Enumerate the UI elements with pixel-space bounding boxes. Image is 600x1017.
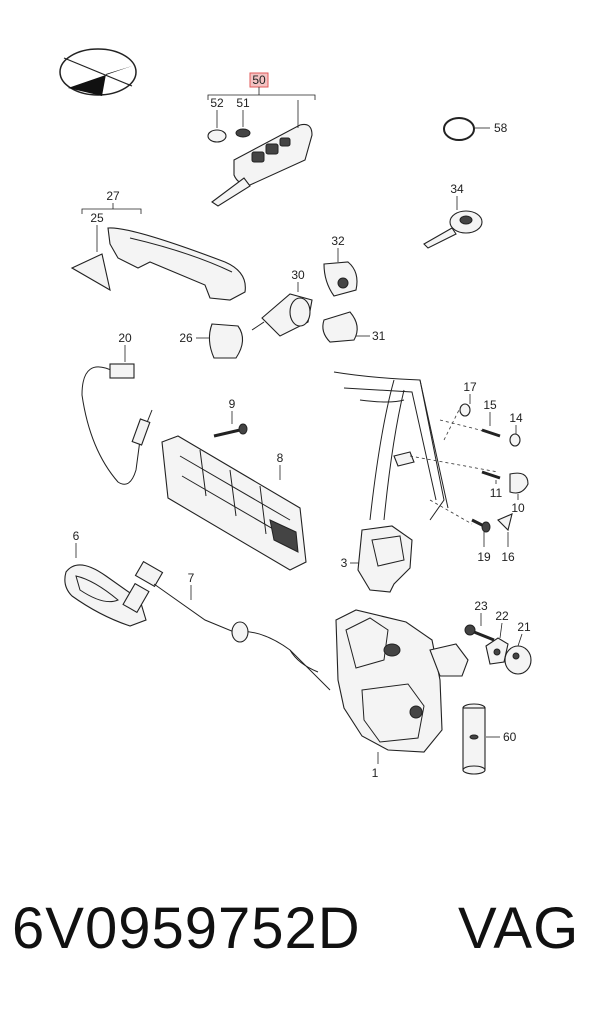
callout-16: 16 [501, 550, 515, 564]
callout-1: 1 [372, 766, 379, 780]
callout-34: 34 [450, 182, 464, 196]
cap-10: 10 [509, 472, 529, 515]
footer: 6V0959752D VAG [0, 895, 600, 975]
cap-14: 14 [509, 411, 523, 447]
screw-15: 15 [481, 398, 501, 438]
callout-8: 8 [277, 451, 284, 465]
cover-31: 31 [322, 311, 386, 343]
callout-9: 9 [229, 397, 236, 411]
callout-51: 51 [236, 96, 250, 110]
lock-cylinder-30: 30 [251, 268, 313, 337]
cover-32: 32 [323, 234, 358, 297]
callout-17: 17 [463, 380, 477, 394]
canister-60: 60 [462, 703, 517, 775]
door-shell [333, 371, 499, 525]
plug-17: 17 [459, 380, 477, 417]
bracket-3: 3 [341, 525, 413, 593]
callout-30: 30 [291, 268, 305, 282]
callout-10: 10 [511, 501, 525, 515]
callout-14: 14 [509, 411, 523, 425]
o-ring-58: 58 [443, 117, 508, 141]
brand-name: VAG [458, 896, 580, 961]
cable-7: 7 [134, 560, 331, 691]
callout-60: 60 [503, 730, 517, 744]
cap-26: 26 [179, 323, 244, 359]
callout-50: 50 [252, 73, 266, 87]
callout-7: 7 [188, 571, 195, 585]
cable-20: 20 [81, 331, 153, 485]
outer-handle-assembly: 27 25 [70, 189, 246, 301]
callout-20: 20 [118, 331, 132, 345]
callout-22: 22 [495, 609, 509, 623]
door-lock-1: 1 [335, 609, 469, 780]
callout-25: 25 [90, 211, 104, 225]
callout-31: 31 [372, 329, 386, 343]
callout-6: 6 [73, 529, 80, 543]
inner-handle-6: 6 [64, 529, 150, 627]
parts-diagram: 50 52 51 58 34 27 25 [59, 48, 532, 780]
callout-27: 27 [106, 189, 120, 203]
cap-16: 16 [497, 513, 515, 564]
callout-32: 32 [331, 234, 345, 248]
callout-58: 58 [494, 121, 508, 135]
cover-21: 21 [504, 620, 532, 675]
remote-key-assembly: 50 52 51 [207, 72, 316, 207]
handle-carrier-8: 8 [161, 435, 307, 571]
callout-19: 19 [477, 550, 491, 564]
key-34: 34 [423, 182, 483, 249]
screw-11: 11 [481, 470, 503, 500]
callout-3: 3 [341, 556, 348, 570]
callout-26: 26 [179, 331, 193, 345]
screw-19: 19 [471, 518, 491, 564]
callout-11: 11 [490, 486, 503, 500]
callout-21: 21 [517, 620, 531, 634]
callout-15: 15 [483, 398, 497, 412]
callout-23: 23 [474, 599, 488, 613]
plate-22: 22 [485, 609, 509, 665]
callout-52: 52 [210, 96, 224, 110]
part-number: 6V0959752D [12, 896, 361, 961]
screw-23: 23 [464, 599, 495, 642]
bolt-9: 9 [213, 397, 248, 438]
logo-icon [59, 48, 137, 96]
